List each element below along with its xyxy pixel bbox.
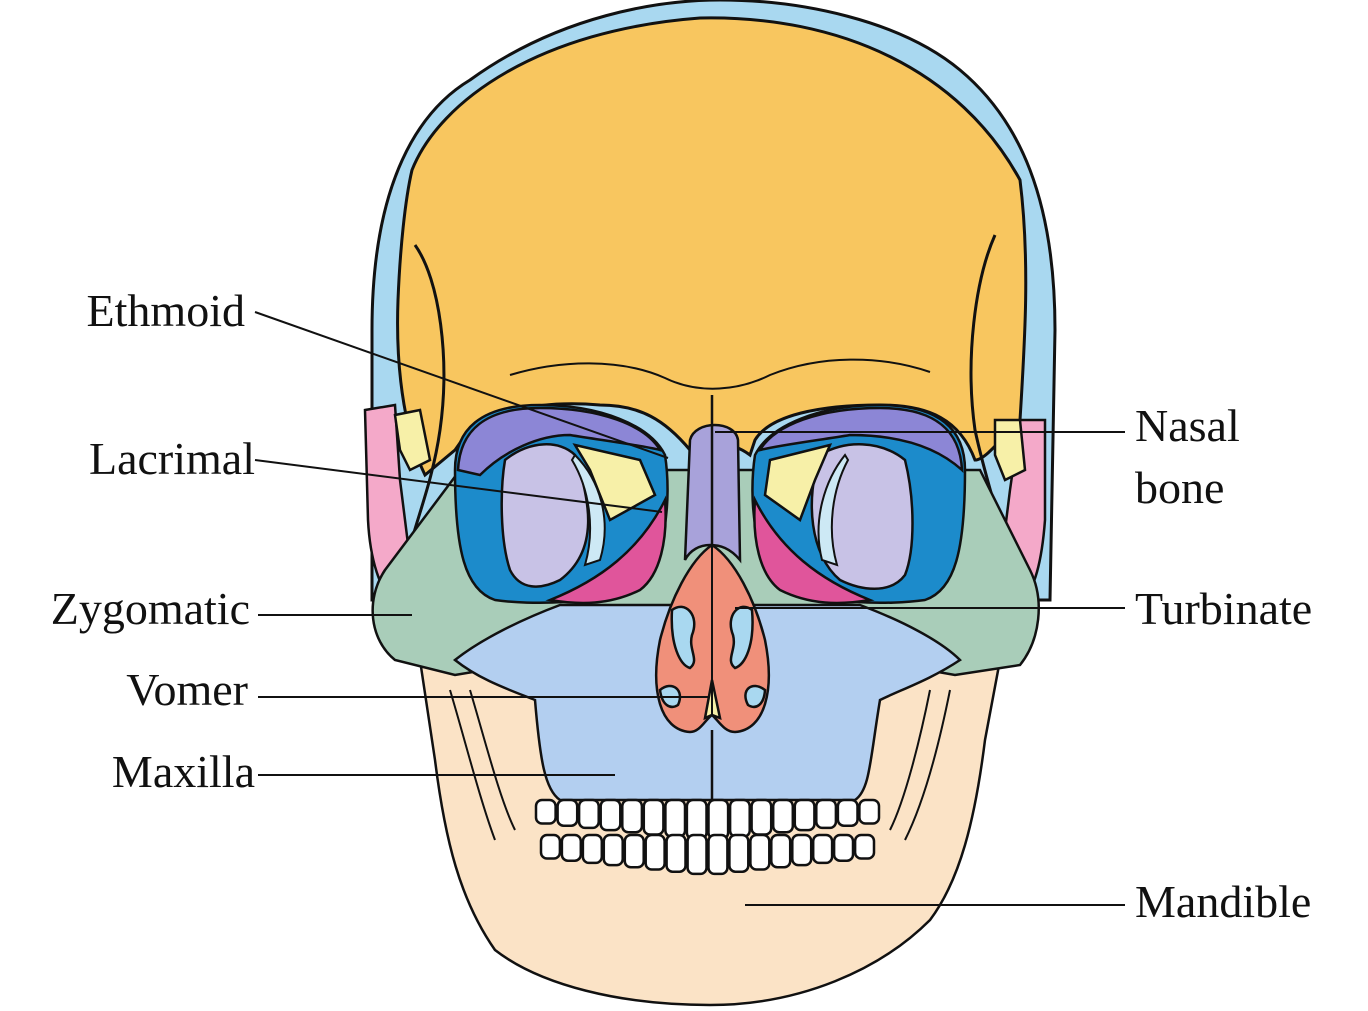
label-turbinate: Turbinate (1135, 583, 1312, 635)
orbit-left (455, 405, 668, 603)
upper-tooth (709, 800, 729, 839)
turbinate-lower-right (745, 686, 765, 707)
lower-tooth (562, 835, 581, 861)
lower-tooth (855, 835, 874, 859)
lower-tooth (604, 835, 623, 865)
upper-tooth (579, 800, 599, 828)
lower-tooth (709, 835, 728, 874)
lower-tooth (625, 835, 644, 867)
upper-tooth (730, 800, 750, 837)
label-mandible: Mandible (1135, 876, 1311, 928)
label-lacrimal: Lacrimal (40, 433, 255, 485)
lower-tooth (750, 835, 769, 870)
upper-tooth (601, 800, 621, 830)
upper-tooth (687, 800, 707, 839)
label-ethmoid: Ethmoid (40, 285, 245, 337)
label-vomer: Vomer (40, 664, 248, 716)
upper-tooth (644, 800, 664, 835)
label-nasal-line1: Nasal (1135, 400, 1240, 452)
upper-tooth (665, 800, 685, 837)
lower-tooth (729, 835, 748, 872)
upper-tooth (558, 800, 578, 826)
lower-tooth (667, 835, 686, 872)
lower-tooth (583, 835, 602, 863)
lower-tooth (792, 835, 811, 865)
upper-tooth (622, 800, 642, 832)
lower-tooth (834, 835, 853, 861)
upper-tooth (752, 800, 772, 835)
upper-tooth (536, 800, 556, 824)
label-zygomatic: Zygomatic (5, 583, 250, 635)
lower-tooth (646, 835, 665, 870)
label-maxilla: Maxilla (40, 746, 255, 798)
orbit-right (752, 405, 965, 603)
upper-tooth (773, 800, 793, 832)
upper-tooth (795, 800, 815, 830)
lower-tooth (688, 835, 707, 874)
upper-tooth (816, 800, 836, 828)
upper-tooth (838, 800, 858, 826)
lower-tooth (813, 835, 832, 863)
lower-tooth (771, 835, 790, 867)
upper-tooth (859, 800, 879, 824)
lower-tooth (541, 835, 560, 859)
label-nasal-line2: bone (1135, 462, 1224, 514)
